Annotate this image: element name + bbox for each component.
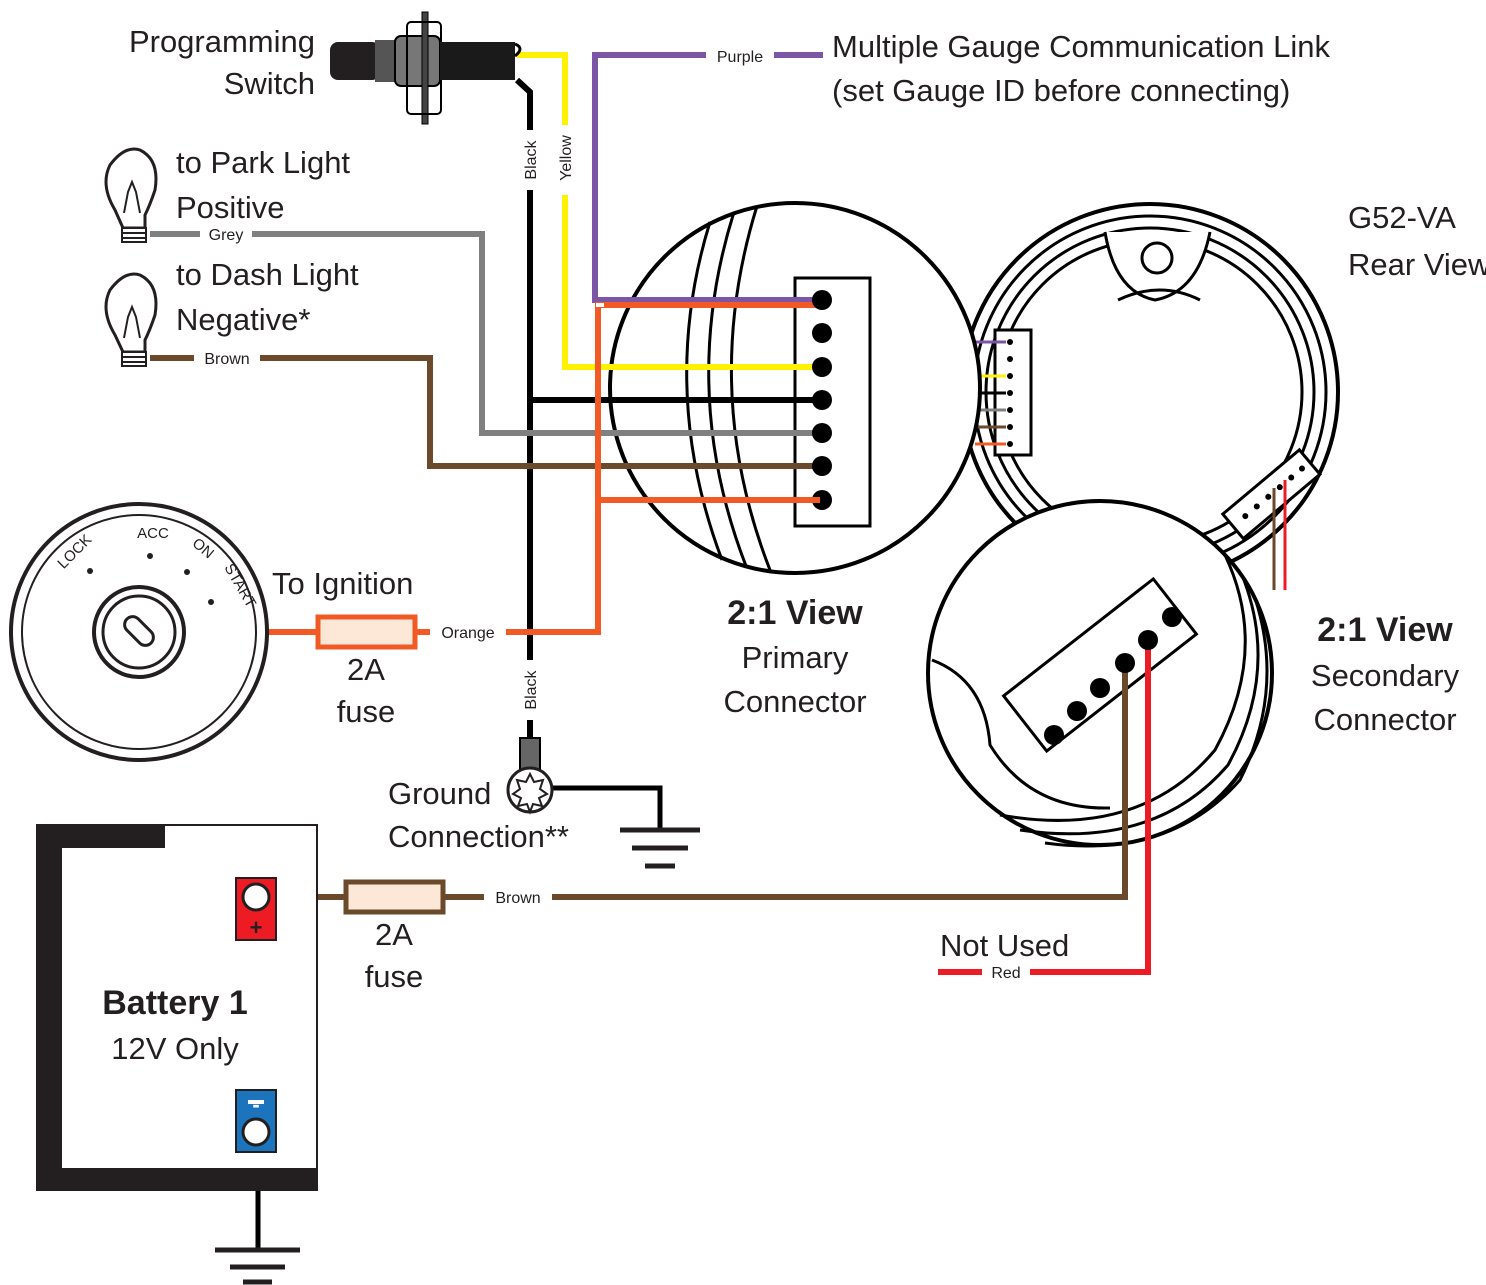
fuse1-label-2: fuse: [337, 694, 396, 729]
primary-connector-pins: [812, 290, 832, 510]
ground-lug-icon: [506, 737, 554, 815]
comm-link-label-2: (set Gauge ID before connecting): [832, 73, 1290, 108]
wire-label-brown-dash: Brown: [204, 351, 249, 368]
battery-plus: +: [250, 915, 263, 940]
wire-label-red: Red: [991, 965, 1020, 982]
wire-label-brown-battery: Brown: [495, 890, 540, 907]
wire-label-black-bottom: Black: [523, 669, 540, 709]
dash-light-label-1: to Dash Light: [176, 257, 359, 292]
wire-yellow: [517, 52, 820, 370]
wire-label-black-top: Black: [523, 139, 540, 179]
battery-sub: 12V Only: [111, 1031, 239, 1066]
wire-label-purple: Purple: [717, 49, 763, 66]
wire-black: [514, 77, 533, 738]
battery-minus: -: [252, 1092, 259, 1117]
programming-switch-icon: [330, 11, 522, 125]
primary-label-2: Connector: [723, 684, 866, 719]
ground-label-2: Connection**: [388, 819, 569, 854]
battery-ground-symbol-icon: [215, 1247, 300, 1285]
secondary-connector-pins: [1044, 607, 1182, 745]
fuse2-label-1: 2A: [375, 917, 413, 952]
fuse1-label-1: 2A: [347, 652, 385, 687]
battery-title: Battery 1: [102, 984, 248, 1022]
battery-icon: +: [36, 824, 318, 1191]
park-light-label-2: Positive: [176, 190, 285, 225]
gauge-model-label-2: Rear View: [1348, 247, 1486, 282]
gauge-rear-view: [960, 202, 1340, 590]
ignition-acc: ACC: [137, 525, 169, 542]
ignition-switch-icon: LOCK ACC ON START: [9, 502, 269, 762]
fuse2-label-2: fuse: [365, 959, 424, 994]
not-used-label: Not Used: [940, 928, 1069, 963]
primary-label-1: Primary: [742, 640, 849, 675]
secondary-view-label: 2:1 View: [1317, 611, 1453, 649]
programming-switch-label-2: Switch: [224, 66, 315, 101]
wire-label-yellow: Yellow: [558, 135, 575, 181]
gauge-model-label-1: G52-VA: [1348, 200, 1456, 235]
ground-label-1: Ground: [388, 776, 491, 811]
wire-grey: [150, 231, 820, 436]
comm-link-label-1: Multiple Gauge Communication Link: [832, 29, 1330, 64]
primary-view-label: 2:1 View: [727, 594, 863, 632]
park-light-bulb-icon: [104, 147, 158, 243]
wire-label-orange: Orange: [441, 625, 494, 642]
to-ignition-label: To Ignition: [272, 566, 413, 601]
wire-brown-dash: [150, 355, 820, 469]
wire-label-grey: Grey: [209, 227, 244, 244]
programming-switch-label-1: Programming: [129, 24, 315, 59]
secondary-connector-view: [926, 499, 1274, 848]
secondary-label-2: Connector: [1313, 702, 1456, 737]
dash-light-label-2: Negative*: [176, 302, 310, 337]
battery-fuse-icon: [343, 879, 446, 915]
dash-light-bulb-icon: [104, 272, 158, 367]
diagram-labels: Programming Switch to Park Light Positiv…: [102, 24, 1486, 1117]
secondary-label-1: Secondary: [1311, 658, 1460, 693]
wire-ground: [545, 785, 663, 830]
ground-symbol-icon: [620, 827, 700, 869]
park-light-label-1: to Park Light: [176, 145, 350, 180]
ignition-fuse-icon: [315, 614, 418, 650]
wire-labels: Purple Yellow Black Black Grey Brown Ora…: [194, 45, 1030, 984]
primary-connector-view: [608, 201, 982, 575]
